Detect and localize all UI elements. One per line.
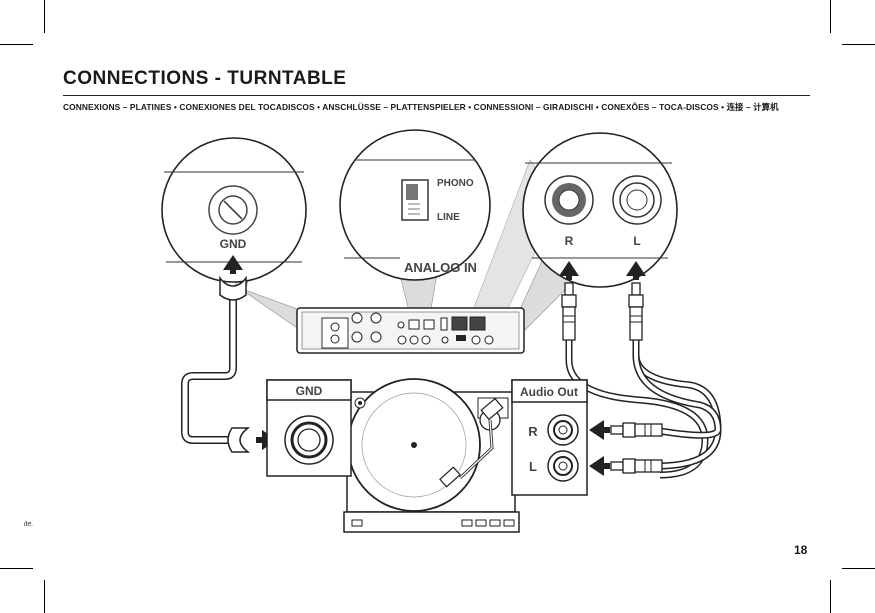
zoom-gnd-label: GND [220,237,247,251]
arrow-up-icon [559,261,579,276]
rca-plug-left [628,282,644,341]
crop-mark [842,44,875,45]
zoom-switch-phono-label: PHONO [437,178,474,189]
crop-mark [44,0,45,33]
zoom-analog-label: ANALOG IN [404,260,477,275]
zoom-switch-line-label: LINE [437,212,460,223]
turntable-audio-out-panel: Audio Out R L [511,379,588,496]
zoom-circle-gnd: GND [161,137,307,283]
arrow-left-icon [589,420,604,440]
turntable-audio-out-label: Audio Out [520,385,578,399]
arrow-left-icon [589,456,604,476]
turntable-l-label: L [529,459,537,474]
spade-connector [227,427,251,453]
crop-mark [0,44,33,45]
zoom-circle-switch: PHONO LINE ANALOG IN [339,129,491,281]
turntable-gnd-label: GND [296,384,323,398]
page-number: 18 [794,543,808,557]
arrow-up-icon [223,255,243,270]
zoom-rca-left-label: L [633,234,640,248]
zoom-rca-right-label: R [565,234,574,248]
rca-plug-right [561,282,577,341]
crop-mark [44,580,45,613]
page-subtitle: CONNEXIONS – PLATINES • CONEXIONES DEL T… [63,102,779,112]
title-rule [63,95,810,96]
turntable [343,378,520,533]
spade-connector [219,275,247,301]
rca-plug-turntable-right [610,422,663,438]
side-text-fragment: ite. [24,521,34,528]
zoom-circle-rca: R L [522,132,678,288]
crop-mark [842,568,875,569]
page-title: CONNECTIONS - TURNTABLE [63,68,347,89]
receiver-back-panel [296,307,525,354]
arrow-up-icon [626,261,646,276]
crop-mark [830,580,831,613]
turntable-gnd-panel: GND [266,379,352,477]
rca-plug-turntable-left [610,458,663,474]
crop-mark [0,568,33,569]
turntable-r-label: R [528,424,538,439]
crop-mark [830,0,831,33]
